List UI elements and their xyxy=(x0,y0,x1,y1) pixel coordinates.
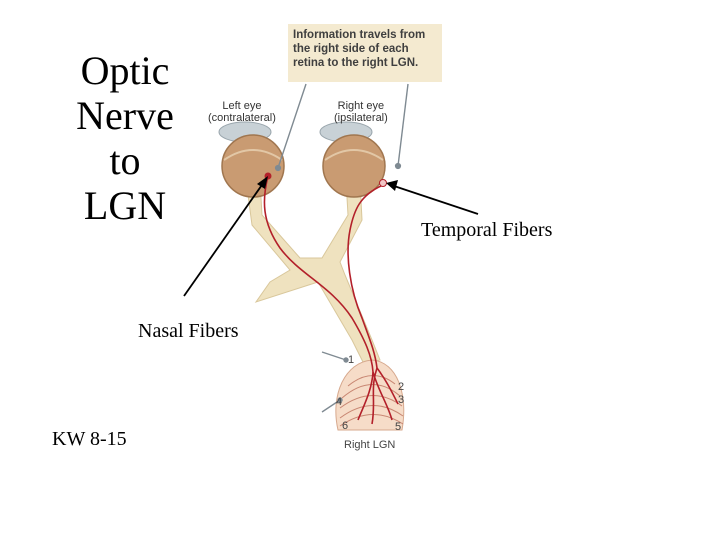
left-eye-label-line2: (contralateral) xyxy=(208,112,276,124)
lgn-layer-5: 5 xyxy=(395,421,401,433)
lgn-layer-2: 2 xyxy=(398,381,404,393)
left-eye xyxy=(219,122,284,197)
lgn-layer-6: 6 xyxy=(342,420,348,432)
reference-label: KW 8-15 xyxy=(52,428,127,451)
right-eye xyxy=(320,122,385,197)
right-lgn-label: Right LGN xyxy=(344,439,395,451)
optic-tract-shape xyxy=(246,180,380,364)
temporal-fiber-arrow xyxy=(386,180,478,214)
info-line-1: Information travels from xyxy=(293,28,437,42)
right-eye-label: Right eye (ipsilateral) xyxy=(334,100,388,124)
lgn-layer-1: 1 xyxy=(348,354,354,366)
left-eye-label: Left eye (contralateral) xyxy=(208,100,276,124)
right-eye-label-line2: (ipsilateral) xyxy=(334,112,388,124)
nasal-fibers-label: Nasal Fibers xyxy=(138,320,239,343)
nasal-fiber-arrow xyxy=(184,176,268,296)
lgn-layer-3: 3 xyxy=(398,394,404,406)
info-line-3: retina to the right LGN. xyxy=(293,56,437,70)
right-retina-point xyxy=(380,180,387,187)
info-box: Information travels from the right side … xyxy=(288,24,442,82)
right-eye-label-line1: Right eye xyxy=(334,100,388,112)
left-eye-label-line1: Left eye xyxy=(208,100,276,112)
temporal-fibers-label: Temporal Fibers xyxy=(421,219,552,242)
lgn-layer-4: 4 xyxy=(336,396,342,408)
info-line-2: the right side of each xyxy=(293,42,437,56)
